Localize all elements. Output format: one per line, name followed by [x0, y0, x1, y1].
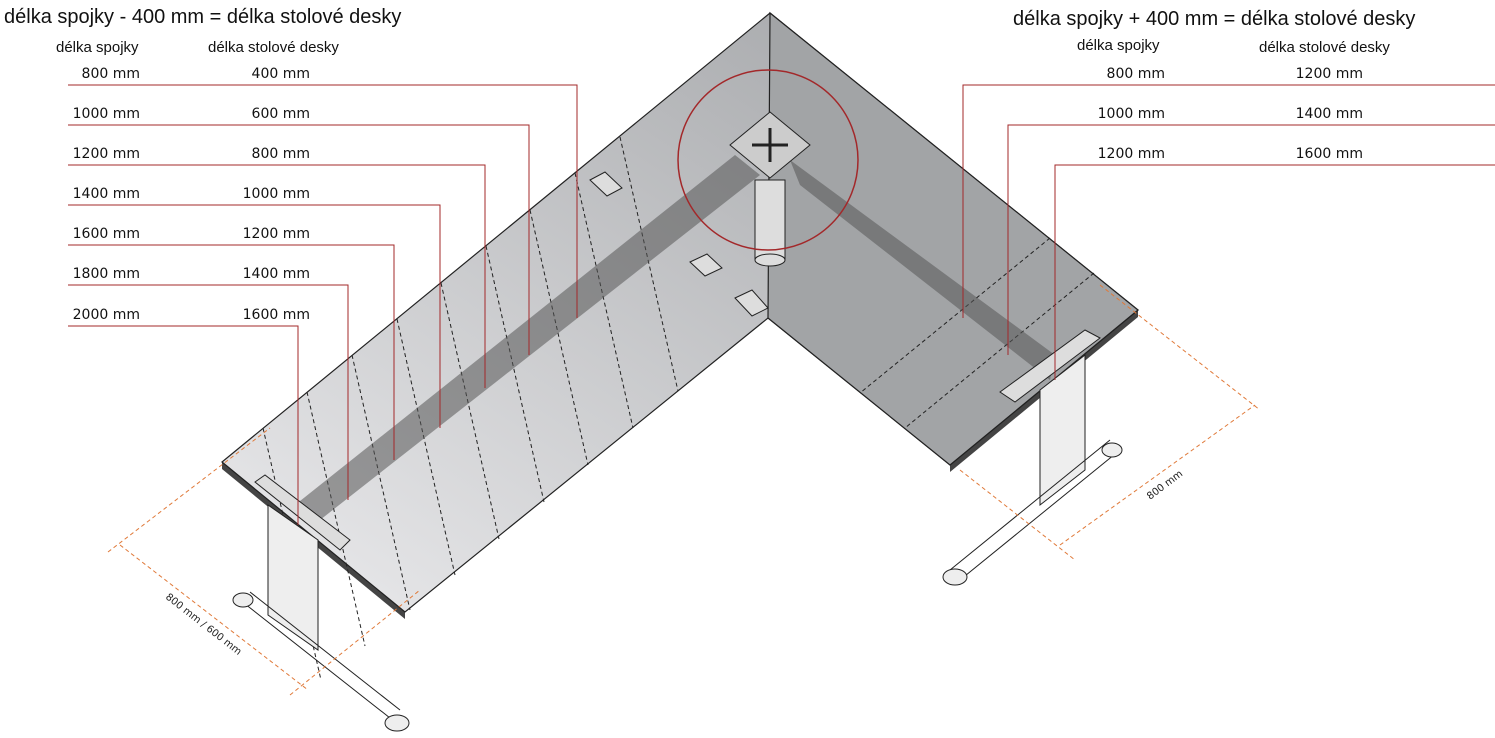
segment-dash-line [904, 272, 1095, 429]
left-beam [295, 155, 760, 520]
segment-dash-line [440, 282, 500, 540]
left-row-connector-length: 2000 mm [72, 307, 140, 323]
left-row-connector-length: 1200 mm [72, 146, 140, 162]
right-row-connector-length: 800 mm [1106, 66, 1165, 82]
left-row-connector-length: 1600 mm [72, 226, 140, 242]
center-leg-foot [754, 253, 786, 267]
segment-dash-line [306, 391, 366, 647]
left-row-desk-length: 1400 mm [242, 266, 310, 282]
segment-dash-line [485, 245, 545, 503]
left-row-desk-length: 400 mm [251, 66, 310, 82]
right-col1-header: délka spojky [1077, 37, 1160, 54]
left-row-connector-length: 800 mm [81, 66, 140, 82]
connector-plates [254, 171, 1101, 551]
left-row-desk-length: 1600 mm [242, 307, 310, 323]
right-title: délka spojky + 400 mm = délka stolové de… [1013, 8, 1416, 30]
right-row-desk-length: 1600 mm [1295, 146, 1363, 162]
segment-dash-line [574, 172, 634, 429]
left-depth-label: 800 mm / 600 mm [163, 592, 243, 658]
right-beam [790, 160, 1055, 380]
right-row-connector-length: 1000 mm [1097, 106, 1165, 122]
left-row-connector-length: 1800 mm [72, 266, 140, 282]
legs [232, 353, 1123, 732]
center-plate-cross [752, 128, 788, 162]
left-col2-header: délka stolové desky [208, 39, 339, 56]
right-row-desk-length: 1200 mm [1295, 66, 1363, 82]
left-row-desk-length: 600 mm [251, 106, 310, 122]
leader-lines [68, 84, 1495, 525]
center-leg [754, 179, 786, 261]
left-row-connector-length: 1400 mm [72, 186, 140, 202]
segment-dash-line [619, 136, 679, 392]
segment-dash-line [351, 354, 411, 611]
right-col2-header: délka stolové desky [1259, 39, 1390, 56]
left-row-desk-length: 800 mm [251, 146, 310, 162]
left-row-connector-length: 1000 mm [72, 106, 140, 122]
left-col1-header: délka spojky [56, 39, 139, 56]
segment-dash-line [529, 209, 589, 466]
right-row-desk-length: 1400 mm [1295, 106, 1363, 122]
right-depth-label: 800 mm [1145, 468, 1185, 502]
segment-dashes [262, 136, 1095, 681]
segment-dash-line [859, 237, 1051, 394]
highlight-circle [677, 69, 859, 251]
dimension-lines [107, 284, 1261, 696]
segment-dash-line [396, 318, 456, 576]
left-row-desk-length: 1000 mm [242, 186, 310, 202]
left-row-desk-length: 1200 mm [242, 226, 310, 242]
right-row-connector-length: 1200 mm [1097, 146, 1165, 162]
left-title: délka spojky - 400 mm = délka stolové de… [4, 6, 402, 28]
